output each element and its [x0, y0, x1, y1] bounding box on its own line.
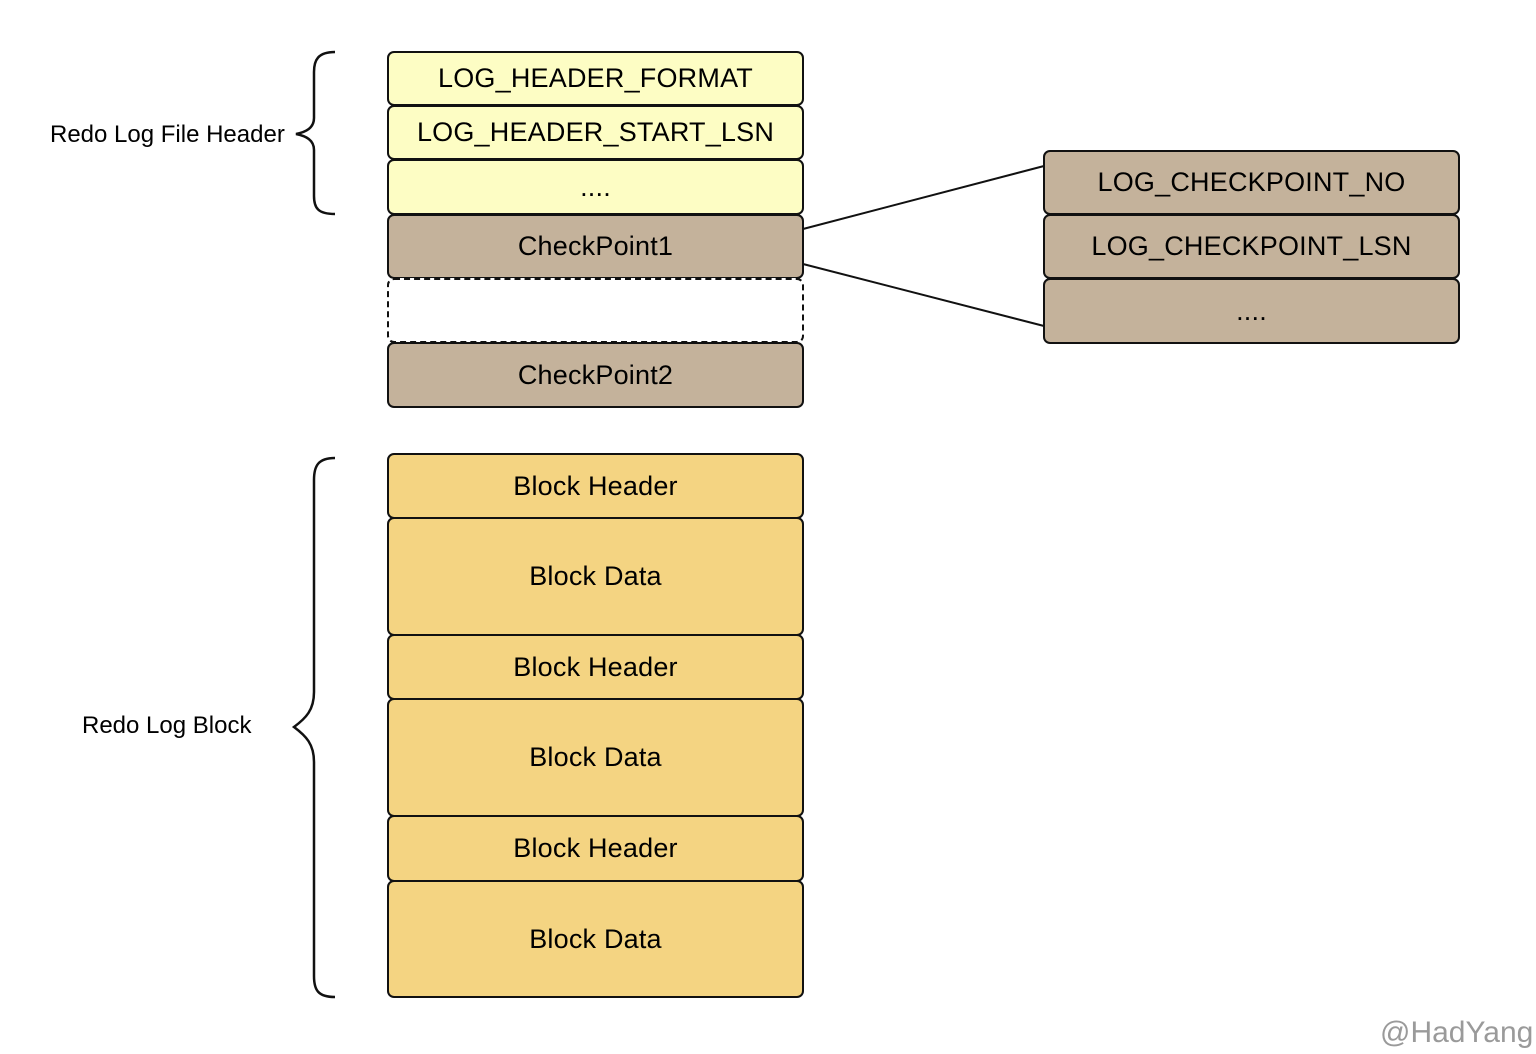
block-data-box-1: Block Data: [387, 517, 804, 636]
redo-log-block-label: Redo Log Block: [82, 712, 252, 739]
header-ellipsis-box: ....: [387, 159, 804, 215]
redo-log-file-header-label: Redo Log File Header: [50, 121, 285, 148]
log-checkpoint-no-box: LOG_CHECKPOINT_NO: [1043, 150, 1460, 215]
author-watermark: @HadYang: [1380, 1016, 1534, 1049]
block-header-box-1: Block Header: [387, 453, 804, 519]
block-header-box-2: Block Header: [387, 634, 804, 700]
checkpoint-ellipsis-box: ....: [1043, 278, 1460, 344]
header-brace: [295, 50, 336, 216]
block-data-box-2: Block Data: [387, 698, 804, 817]
empty-gap-box: [387, 278, 804, 343]
checkpoint2-box: CheckPoint2: [387, 342, 804, 408]
log-header-format-box: LOG_HEADER_FORMAT: [387, 51, 804, 106]
log-checkpoint-lsn-box: LOG_CHECKPOINT_LSN: [1043, 214, 1460, 279]
block-brace: [291, 456, 336, 999]
connector-line-bottom: [802, 263, 1045, 327]
log-header-start-lsn-box: LOG_HEADER_START_LSN: [387, 105, 804, 160]
block-header-box-3: Block Header: [387, 815, 804, 882]
block-data-box-3: Block Data: [387, 880, 804, 998]
connector-line-top: [802, 165, 1045, 230]
checkpoint1-box: CheckPoint1: [387, 214, 804, 279]
